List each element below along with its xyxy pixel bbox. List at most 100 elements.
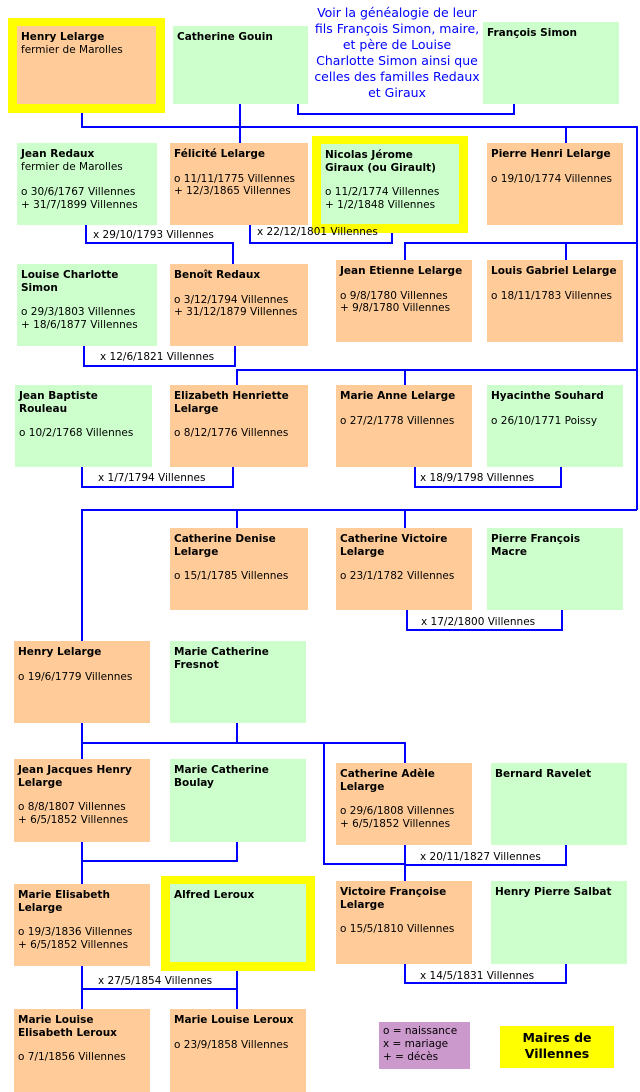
marriage-label: x 17/2/1800 Villennes <box>421 616 536 628</box>
marriage-label: x 20/11/1827 Villennes <box>420 851 541 863</box>
date-line: o 29/6/1808 Villennes <box>340 805 455 817</box>
person-dates: o 19/10/1774 Villennes <box>491 173 619 186</box>
person-name: Victoire Françoise Lelarge <box>340 886 447 911</box>
date-line: o 19/3/1836 Villennes <box>18 926 133 938</box>
family-connector <box>83 346 236 367</box>
person-dates: o 23/1/1782 Villennes <box>340 570 468 583</box>
marriage-label: x 22/12/1801 Villennes <box>257 226 378 238</box>
person-name: Marie Catherine Fresnot <box>174 646 269 671</box>
date-line: o 23/9/1858 Villennes <box>174 1038 289 1051</box>
person-box: Victoire Françoise Lelarge o 15/5/1810 Vi… <box>336 881 472 964</box>
legend-birth: o = naissance <box>383 1025 458 1037</box>
person-name: Pierre Henri Lelarge <box>491 148 611 160</box>
person-name: Nicolas Jérome Giraux (ou Girault) <box>325 149 436 174</box>
person-box: Marie Catherine Fresnot <box>170 641 306 723</box>
marriage-label: x 29/10/1793 Villennes <box>93 229 214 241</box>
person-name: Benoît Redaux <box>174 269 261 281</box>
date-line: o 19/6/1779 Villennes <box>18 670 133 683</box>
person-dates: o 3/12/1794 Villennes+ 31/12/1879 Villen… <box>174 294 304 319</box>
person-dates: o 23/9/1858 Villennes <box>174 1039 302 1052</box>
marriage-label: x 1/7/1794 Villennes <box>98 472 206 484</box>
date-line: o 26/10/1771 Poissy <box>491 414 598 427</box>
person-dates: o 7/1/1856 Villennes <box>18 1051 146 1064</box>
person-name: Marie Louise Leroux <box>174 1014 294 1026</box>
person-name: Marie Catherine Boulay <box>174 764 269 789</box>
date-line: o 15/5/1810 Villennes <box>340 923 455 935</box>
person-dates: o 29/6/1808 Villennes+ 6/5/1852 Villenne… <box>340 805 468 830</box>
date-line: o 15/1/1785 Villennes <box>174 570 289 582</box>
person-dates: o 27/2/1778 Villennes <box>340 415 468 428</box>
person-name: Bernard Ravelet <box>495 768 592 780</box>
person-name: Marie Elisabeth Lelarge <box>18 889 110 914</box>
person-box: Catherine Denise Lelarge o 15/1/1785 Vill… <box>170 528 308 610</box>
person-box: Pierre François Macre <box>487 528 623 610</box>
date-line: + 9/8/1780 Villennes <box>340 302 451 314</box>
person-dates: o 29/3/1803 Villennes+ 18/6/1877 Villenn… <box>21 306 153 331</box>
person-dates: o 30/6/1767 Villennes+ 31/7/1899 Villenn… <box>21 186 153 211</box>
person-dates: o 11/11/1775 Villennes+ 12/3/1865 Villen… <box>174 173 304 198</box>
date-line: o 9/8/1780 Villennes <box>340 289 448 302</box>
date-line: + 1/2/1848 Villennes <box>325 198 436 211</box>
date-line: + 31/12/1879 Villennes <box>174 306 298 318</box>
person-dates: o 19/6/1779 Villennes <box>18 671 146 684</box>
family-connector <box>323 743 406 881</box>
date-line: + 31/7/1899 Villennes <box>21 198 138 211</box>
date-line: + 6/5/1852 Villennes <box>18 938 129 951</box>
date-line: o 10/2/1768 Villennes <box>19 427 134 439</box>
person-box: Alfred Leroux <box>170 884 306 962</box>
date-line: o 7/1/1856 Villennes <box>18 1051 126 1063</box>
person-dates: o 10/2/1768 Villennes <box>19 427 148 440</box>
person-box: Marie Louise Leroux o 23/9/1858 Villennes <box>170 1009 306 1092</box>
family-connector <box>81 509 637 641</box>
person-name: Félicité Lelarge <box>174 148 265 160</box>
person-dates: o 19/3/1836 Villennes+ 6/5/1852 Villenne… <box>18 926 146 951</box>
date-line: o 11/2/1774 Villennes <box>325 186 440 198</box>
date-line: o 11/11/1775 Villennes <box>174 172 296 185</box>
legend-marriage: x = mariage <box>383 1038 449 1050</box>
person-name: Catherine Denise Lelarge <box>174 533 276 558</box>
family-connector <box>404 845 567 866</box>
person-box: Henry Pierre Salbat <box>491 881 627 964</box>
mayors-legend: Maires de Villennes <box>500 1026 614 1068</box>
person-name: Henry Lelarge <box>21 31 105 43</box>
person-box: Marie Elisabeth Lelarge o 19/3/1836 Ville… <box>14 884 150 966</box>
marriage-label: x 18/9/1798 Villennes <box>420 472 535 484</box>
family-connector <box>236 369 637 385</box>
person-box: Félicité Lelarge o 11/11/1775 Villennes+ … <box>170 143 308 225</box>
person-box: Benoît Redaux o 3/12/1794 Villennes+ 31/1… <box>170 264 308 346</box>
family-connector <box>82 742 406 763</box>
date-line: o 3/12/1794 Villennes <box>174 293 289 306</box>
person-dates: o 18/11/1783 Villennes <box>491 290 619 303</box>
genealogy-note: Voir la généalogie de leur fils François… <box>314 5 480 100</box>
person-name: Louise Charlotte Simon <box>21 269 119 294</box>
person-box: Jean Baptiste Rouleau o 10/2/1768 Villenn… <box>15 385 152 467</box>
person-box: Catherine Adèle Lelarge o 29/6/1808 Ville… <box>336 763 472 845</box>
date-line: o 27/2/1778 Villennes <box>340 414 455 427</box>
date-line: o 8/12/1776 Villennes <box>174 427 289 439</box>
marriage-label: x 14/5/1831 Villennes <box>420 970 535 982</box>
marriage-label: x 27/5/1854 Villennes <box>98 975 213 987</box>
family-connector <box>249 225 393 244</box>
person-dates: o 15/5/1810 Villennes <box>340 923 468 936</box>
family-connector <box>81 104 638 510</box>
person-name: Marie Anne Lelarge <box>340 390 456 402</box>
person-name: François Simon <box>487 27 577 39</box>
person-name: Catherine Victoire Lelarge <box>340 533 448 558</box>
person-name: Elizabeth Henriette Lelarge <box>174 390 289 415</box>
legend-death: + = décès <box>383 1051 439 1063</box>
person-name: Jean Baptiste Rouleau <box>19 390 98 415</box>
date-line: + 12/3/1865 Villennes <box>174 185 291 197</box>
date-line: + 18/6/1877 Villennes <box>21 318 138 331</box>
person-dates: o 11/2/1774 Villennes+ 1/2/1848 Villenne… <box>325 186 455 211</box>
person-box: Marie Anne Lelarge o 27/2/1778 Villennes <box>336 385 472 467</box>
person-name: Catherine Adèle Lelarge <box>340 768 435 793</box>
person-box: Bernard Ravelet <box>491 763 627 845</box>
person-occupation: fermier de Marolles <box>21 43 123 56</box>
